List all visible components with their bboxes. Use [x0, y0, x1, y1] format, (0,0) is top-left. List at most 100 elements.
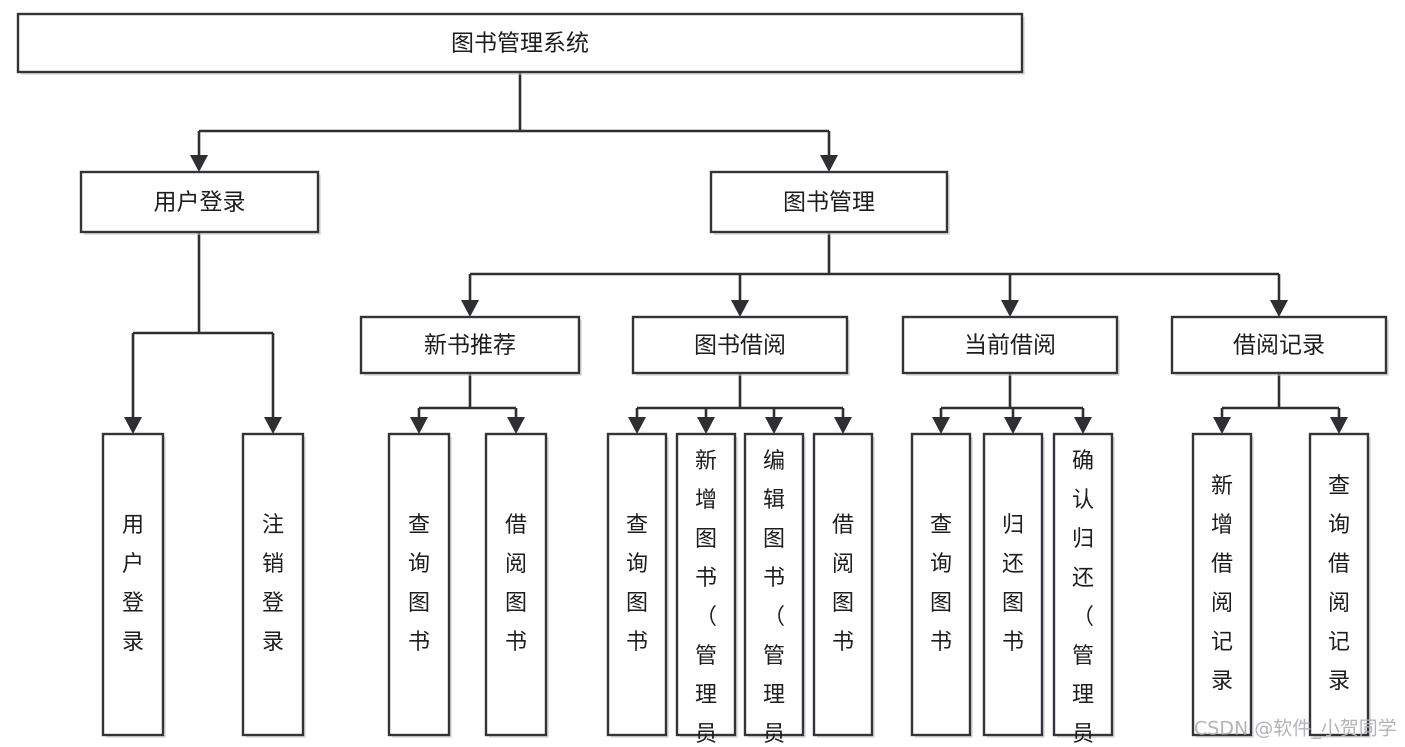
node-book-manage[interactable]: 图书管理: [709, 170, 950, 235]
node-label-char: 记: [1328, 630, 1350, 655]
node-box[interactable]: [359, 315, 581, 375]
node-box[interactable]: [606, 432, 668, 737]
node-box[interactable]: [910, 432, 972, 737]
node-borrow-record[interactable]: 借阅记录: [1170, 315, 1389, 376]
node-current-borrow[interactable]: 当前借阅: [901, 315, 1120, 376]
node-new-book-rec[interactable]: 新书推荐: [359, 315, 582, 376]
node-label-char: 借: [1211, 552, 1233, 577]
node-label: 当前借阅: [964, 333, 1056, 359]
node-label-char: 查: [626, 513, 648, 538]
edge-group-user-login-children: [124, 232, 282, 434]
node-label-char: 员: [695, 722, 717, 747]
edge-arrowhead: [731, 300, 749, 317]
edge-arrowhead: [932, 417, 950, 434]
node-label-char: 户: [122, 552, 144, 577]
node-label: 用户登录: [154, 190, 246, 216]
node-label-char: 理: [1072, 683, 1094, 708]
node-label-char: 还: [1072, 566, 1094, 591]
watermark-label: CSDN @软件_小贺同学: [1194, 718, 1397, 740]
node-box[interactable]: [387, 432, 451, 737]
edge-arrowhead: [124, 417, 142, 434]
node-box[interactable]: [675, 432, 737, 737]
node-label-char: 新: [1211, 474, 1233, 499]
node-box[interactable]: [1052, 432, 1114, 737]
node-label-char: 辑: [763, 488, 785, 513]
node-label-char: 员: [1072, 722, 1094, 747]
node-label-char: 查: [1328, 474, 1350, 499]
edge-arrowhead: [264, 417, 282, 434]
edge-group-root-children: [190, 72, 838, 172]
node-label-char: 阅: [1211, 591, 1233, 616]
nodes-layer: 图书管理系统用户登录图书管理新书推荐图书借阅当前借阅借阅记录用户登录注销登录查询…: [16, 12, 1389, 747]
node-label-char: 询: [930, 552, 952, 577]
node-root[interactable]: 图书管理系统: [16, 12, 1025, 75]
node-box[interactable]: [241, 432, 305, 737]
edge-arrowhead: [765, 417, 783, 434]
node-user-login[interactable]: 用户登录: [79, 170, 321, 235]
node-box[interactable]: [16, 12, 1024, 74]
node-label-char: 新: [695, 449, 717, 474]
node-box[interactable]: [484, 432, 548, 737]
node-book-borrow[interactable]: 图书借阅: [631, 315, 850, 376]
edge-arrowhead: [1001, 300, 1019, 317]
node-label-char: 图: [695, 527, 717, 552]
node-label-char: 书: [626, 630, 648, 655]
node-box[interactable]: [79, 170, 320, 234]
node-label-char: 询: [408, 552, 430, 577]
node-label-char: 确: [1072, 449, 1094, 474]
node-box[interactable]: [709, 170, 949, 234]
node-box[interactable]: [1308, 432, 1370, 737]
node-box[interactable]: [1191, 432, 1253, 737]
node-label-char: 员: [763, 722, 785, 747]
edge-arrowhead: [507, 417, 525, 434]
watermark-layer: CSDN @软件_小贺同学: [1194, 718, 1397, 740]
node-label-char: 书: [930, 630, 952, 655]
edge-arrowhead: [1270, 300, 1288, 317]
node-label-char: 阅: [505, 552, 527, 577]
edge-group-book-borrow-children: [628, 373, 852, 434]
node-leaf-user-login[interactable]: 用户登录: [101, 432, 166, 738]
node-box[interactable]: [631, 315, 849, 375]
node-box[interactable]: [901, 315, 1119, 375]
node-label-char: 书: [695, 566, 717, 591]
node-label: 新书推荐: [424, 333, 516, 359]
node-label-char: 登: [262, 591, 284, 616]
node-label-char: 借: [505, 513, 527, 538]
node-label-char: 归: [1002, 513, 1024, 538]
node-label-char: 注: [262, 513, 284, 538]
node-box[interactable]: [982, 432, 1044, 737]
node-label-char: 询: [1328, 513, 1350, 538]
edge-group-new-book-rec-children: [410, 373, 525, 434]
node-label-char: （: [1072, 605, 1094, 630]
node-label-char: 书: [763, 566, 785, 591]
node-label-char: 查: [930, 513, 952, 538]
node-label-char: 归: [1072, 527, 1094, 552]
node-label-char: 阅: [1328, 591, 1350, 616]
node-label-char: 增: [1211, 513, 1233, 538]
node-label-char: 记: [1211, 630, 1233, 655]
node-label: 借阅记录: [1233, 333, 1325, 359]
edge-arrowhead: [1004, 417, 1022, 434]
edge-group-current-borrow-children: [932, 373, 1092, 434]
node-label-char: 管: [695, 644, 717, 669]
edge-arrowhead: [461, 300, 479, 317]
node-label-char: 阅: [832, 552, 854, 577]
node-label-char: 登: [122, 591, 144, 616]
node-box[interactable]: [743, 432, 805, 737]
node-box[interactable]: [1170, 315, 1388, 375]
node-box[interactable]: [101, 432, 165, 737]
node-box[interactable]: [812, 432, 874, 737]
node-label-char: 书: [505, 630, 527, 655]
